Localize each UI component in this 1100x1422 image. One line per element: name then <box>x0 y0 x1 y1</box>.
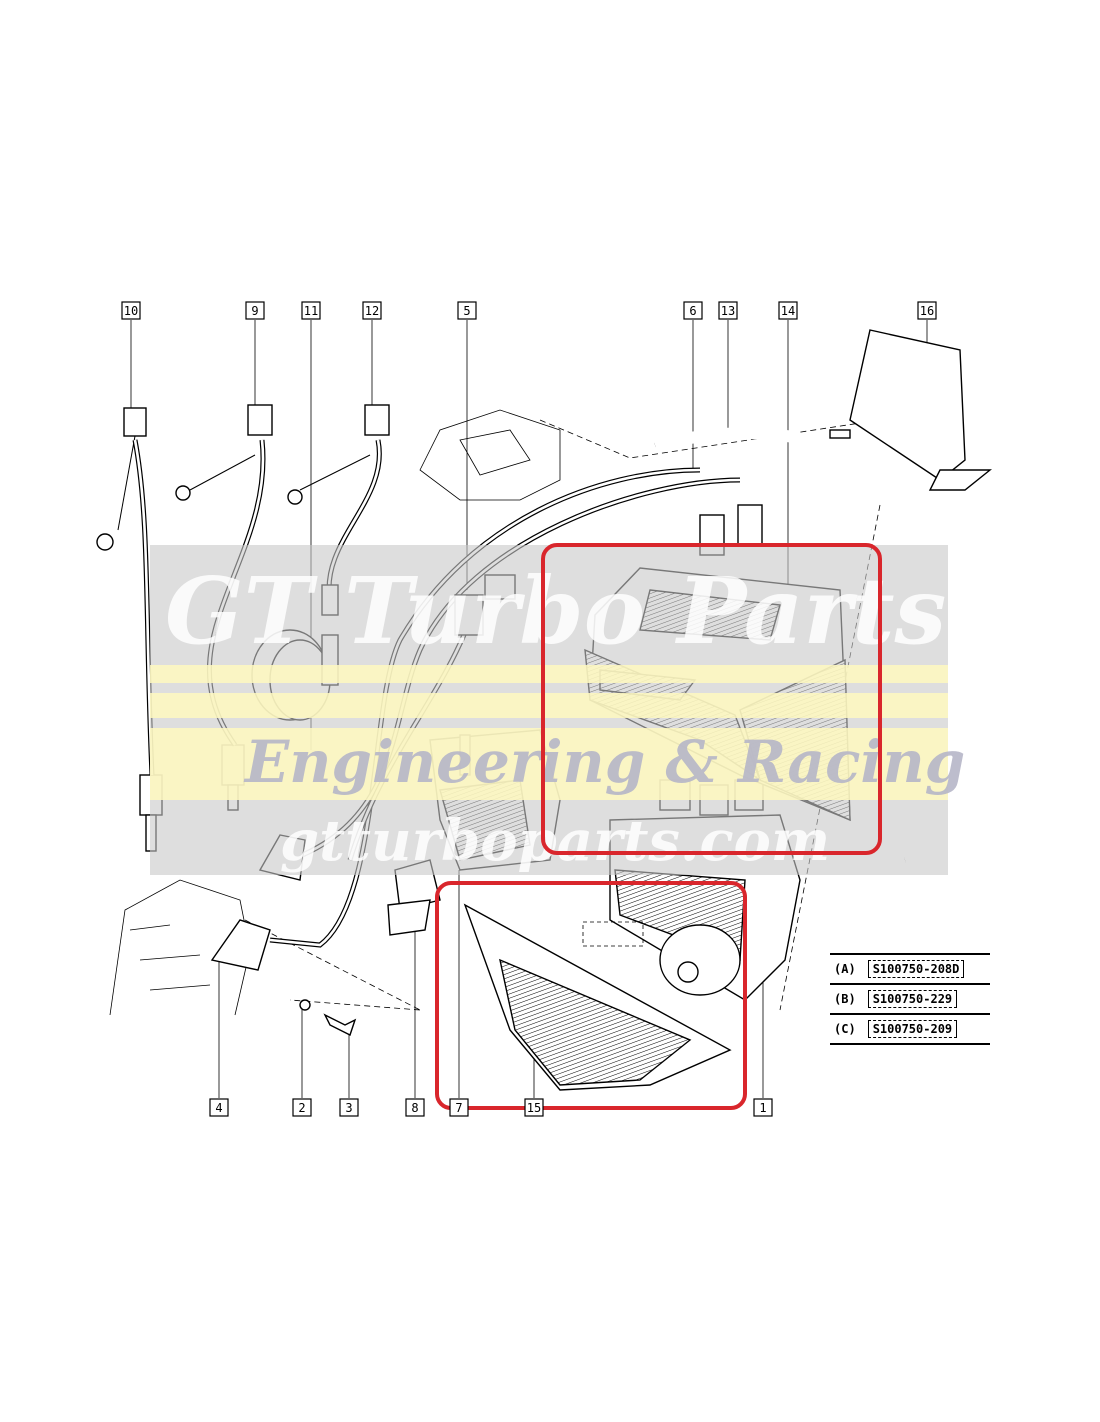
cover-15 <box>463 903 732 1091</box>
reference-code: S100750-209 <box>867 1020 958 1038</box>
bracket-16 <box>829 329 992 491</box>
reference-table: (A) S100750-208D (B) S100750-229 (C) S10… <box>830 953 990 1045</box>
reference-row-a: (A) S100750-208D <box>830 953 990 983</box>
highlight-box-cover-15 <box>435 881 747 1110</box>
svg-text:16: 16 <box>920 304 934 318</box>
callout-6: 6 <box>683 301 703 320</box>
callout-8: 8 <box>405 1098 425 1117</box>
svg-text:12: 12 <box>365 304 379 318</box>
svg-text:3: 3 <box>345 1101 352 1115</box>
svg-text:8: 8 <box>411 1101 418 1115</box>
engine-block-outline <box>109 409 561 1016</box>
svg-text:10: 10 <box>124 304 138 318</box>
callout-1: 1 <box>753 1098 773 1117</box>
callout-13: 13 <box>718 301 738 320</box>
svg-text:1: 1 <box>759 1101 766 1115</box>
reference-row-c: (C) S100750-209 <box>830 1013 990 1045</box>
watermark-subtitle: Engineering & Racing <box>243 728 965 796</box>
callout-11: 11 <box>301 301 321 320</box>
callout-7: 7 <box>449 1098 469 1117</box>
reference-row-b: (B) S100750-229 <box>830 983 990 1013</box>
highlight-box-cover-14 <box>541 543 882 855</box>
reference-code: S100750-229 <box>867 990 958 1008</box>
callout-5: 5 <box>457 301 477 320</box>
callout-15: 15 <box>524 1098 544 1117</box>
watermark-url: gtturboparts.com <box>280 808 830 874</box>
svg-text:2: 2 <box>298 1101 305 1115</box>
vacuum-hose-13 <box>653 427 1000 866</box>
callout-12: 12 <box>362 301 382 320</box>
svg-text:5: 5 <box>463 304 470 318</box>
svg-text:14: 14 <box>781 304 795 318</box>
callout-4: 4 <box>209 1098 229 1117</box>
svg-text:13: 13 <box>721 304 735 318</box>
callout-16: 16 <box>917 301 937 320</box>
reference-label: (C) <box>834 1022 856 1036</box>
callout-2: 2 <box>292 1098 312 1117</box>
svg-text:11: 11 <box>304 304 318 318</box>
svg-text:7: 7 <box>455 1101 462 1115</box>
callout-3: 3 <box>339 1098 359 1117</box>
callout-9: 9 <box>245 301 265 320</box>
callouts-top: 10 9 11 12 5 6 13 14 16 <box>121 301 937 320</box>
callout-10: 10 <box>121 301 141 320</box>
svg-text:6: 6 <box>689 304 696 318</box>
reference-code: S100750-208D <box>867 960 965 978</box>
reference-label: (A) <box>834 962 856 976</box>
callout-14: 14 <box>778 301 798 320</box>
watermark: GT Turbo Parts Engineering & Racing gttu… <box>150 545 965 875</box>
svg-text:15: 15 <box>527 1101 541 1115</box>
svg-text:9: 9 <box>251 304 258 318</box>
svg-text:4: 4 <box>215 1101 222 1115</box>
watermark-title: GT Turbo Parts <box>165 557 946 665</box>
reference-label: (B) <box>834 992 856 1006</box>
callouts-bottom: 4 2 3 8 7 15 1 <box>209 1098 773 1117</box>
